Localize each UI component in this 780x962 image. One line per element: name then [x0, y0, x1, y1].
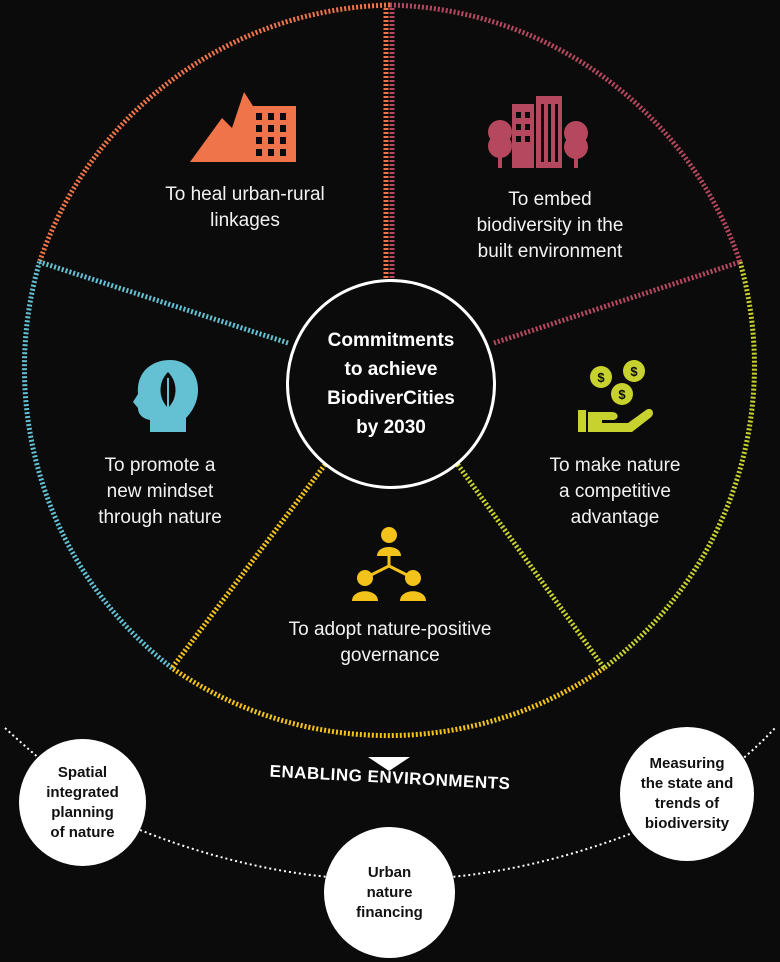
buildings-trees-icon — [488, 96, 588, 168]
divider-left — [38, 259, 289, 346]
enabling-measuring-biodiversity: Measuring the state and trends of biodiv… — [620, 727, 754, 861]
enabling-spatial-planning: Spatial integrated planning of nature — [19, 739, 146, 866]
ring-arc-blue — [21, 261, 174, 670]
center-commitments-circle: Commitments to achieve BiodiverCities by… — [286, 279, 496, 489]
enabling-urban-nature-financing: Urban nature financing — [324, 827, 455, 958]
svg-text:$: $ — [618, 387, 626, 402]
label-competitive-advantage: To make nature a competitive advantage — [549, 455, 681, 528]
head-leaf-icon — [133, 360, 198, 432]
svg-text:$: $ — [630, 364, 638, 379]
svg-text:$: $ — [597, 370, 605, 385]
divider-right — [493, 259, 741, 346]
mountain-building-icon — [190, 92, 296, 162]
governance-network-icon — [352, 527, 426, 601]
label-embed-biodiversity: To embed biodiversity in the built envir… — [476, 189, 624, 262]
ring-arc-yellow-green — [602, 261, 757, 670]
ring-arc-orange — [37, 2, 391, 263]
divider-bottom-right — [450, 456, 607, 670]
label-new-mindset: To promote a new mindset through nature — [98, 455, 222, 528]
down-arrow-icon — [368, 757, 410, 771]
label-heal-urban-rural: To heal urban-rural linkages — [165, 184, 325, 231]
ring-arc-yellow — [170, 665, 606, 738]
hand-coins-icon: $ $ $ — [578, 360, 653, 432]
label-nature-positive-governance: To adopt nature-positive governance — [288, 619, 492, 666]
enabling-arc-left — [4, 727, 61, 776]
